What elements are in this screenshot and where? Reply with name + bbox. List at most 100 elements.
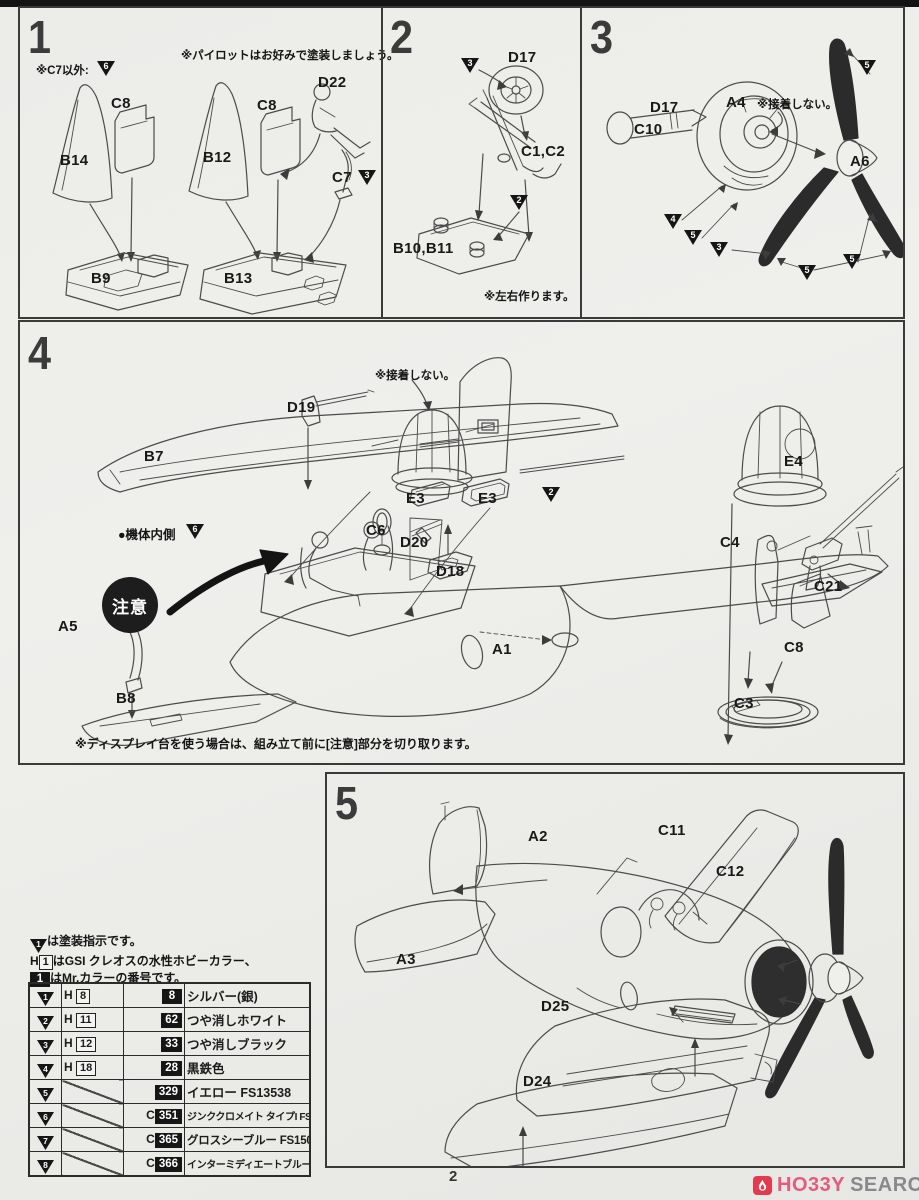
paint-name: つや消しホワイト — [187, 1014, 288, 1028]
logo-search-text: SEARCH — [850, 1174, 919, 1196]
h-prefix: H — [64, 987, 73, 1002]
paint-mark-1: 1 — [30, 939, 47, 953]
h-prefix: H — [64, 1035, 73, 1050]
part-label-c10: C10 — [634, 121, 663, 138]
mr-color-badge: 28 — [161, 1060, 182, 1076]
step4-number: 4 — [28, 327, 51, 379]
paint-row: 1 H 8 8 シルバー(銀) — [28, 982, 311, 1008]
part-label-b7: B7 — [144, 448, 164, 465]
part-label-c7: C7 — [332, 169, 352, 186]
h-number-box: 12 — [76, 1036, 97, 1052]
logo-hobby-text: HO33Y — [777, 1174, 846, 1196]
part-label-a2: A2 — [528, 828, 548, 845]
part-label-c8: C8 — [257, 97, 277, 114]
step1-number: 1 — [28, 11, 51, 63]
paint-mark-triangle: 7 — [37, 1136, 54, 1150]
step1-pilot-note: ※パイロットはお好みで塗装しましょう。 — [181, 50, 399, 62]
mr-color-badge: 62 — [161, 1012, 182, 1028]
paint-name: ジンククロメイト タイプI FS34151 — [187, 1112, 309, 1123]
step4-panel — [18, 320, 905, 765]
part-label-c11: C11 — [658, 822, 686, 839]
paint-row: 5 329 イエロー FS13538 — [28, 1079, 311, 1104]
flame-icon — [753, 1176, 772, 1195]
part-label-b10b11: B10,B11 — [393, 240, 454, 257]
mr-color-badge: 8 — [162, 988, 182, 1004]
no-aqueous-color-cell — [61, 1151, 124, 1177]
part-label-c6: C6 — [366, 522, 386, 539]
paint-mark-triangle: 2 — [37, 1016, 54, 1030]
h-prefix: H — [64, 1011, 73, 1026]
h-number-box: 1 — [38, 955, 53, 970]
c-prefix: C — [146, 1107, 155, 1122]
step2-landing-gear-illustration — [416, 65, 562, 275]
step2-note: ※左右作ります。 — [484, 291, 575, 303]
paint-mark-triangle: 6 — [37, 1112, 54, 1126]
part-label-d18: D18 — [436, 563, 465, 580]
part-label-e4: E4 — [784, 453, 803, 470]
paint-note-text: は塗装指示です。 — [47, 934, 142, 948]
no-aqueous-color-cell — [61, 1103, 124, 1128]
h-number-box: 18 — [76, 1060, 97, 1076]
paint-row: 3 H 12 33 つや消しブラック — [28, 1031, 311, 1056]
part-label-a6: A6 — [850, 153, 870, 170]
part-label-c3: C3 — [734, 695, 754, 712]
paint-mark-triangle: 8 — [37, 1160, 54, 1174]
no-aqueous-color-cell — [61, 1079, 124, 1104]
part-label-c8: C8 — [111, 95, 131, 112]
part-label-a5: A5 — [58, 618, 78, 635]
step4-glue-note: ※接着しない。 — [375, 370, 456, 382]
h-prefix: H — [64, 1059, 73, 1074]
part-label-c8: C8 — [784, 639, 804, 656]
part-label-d19: D19 — [287, 399, 316, 416]
step5-number: 5 — [335, 777, 358, 829]
part-label-d22: D22 — [318, 74, 347, 91]
paint-name: シルバー(銀) — [187, 990, 258, 1004]
scan-top-edge — [0, 0, 919, 7]
step3-panel — [580, 6, 905, 319]
h-prefix: H — [30, 954, 39, 968]
paint-mark-triangle: 4 — [37, 1064, 54, 1078]
paint-mark-triangle: 5 — [37, 1088, 54, 1102]
paint-note-text: はGSI クレオスの水性ホビーカラー、 — [52, 954, 257, 968]
mr-color-badge: 351 — [154, 1108, 182, 1124]
step2-number: 2 — [390, 11, 413, 63]
part-label-d24: D24 — [523, 1073, 552, 1090]
part-label-b13: B13 — [224, 270, 253, 287]
paint-mark-triangle: 1 — [37, 992, 54, 1006]
part-label-c1c2: C1,C2 — [521, 143, 566, 160]
paint-row: 4 H 18 28 黒鉄色 — [28, 1055, 311, 1080]
step5-final-assembly-illustration — [354, 801, 874, 1166]
paint-color-table: 1 H 8 8 シルバー(銀) 2 H 11 62 つや消しホワイト 3 H 1… — [28, 982, 311, 1177]
step3-engine-propeller-illustration — [606, 38, 903, 271]
mr-color-badge: 329 — [154, 1084, 182, 1100]
paint-name: グロスシーブルー FS15042 — [187, 1134, 309, 1147]
step4-fuselage-illustration — [81, 357, 903, 746]
paint-row: 2 H 11 62 つや消しホワイト — [28, 1007, 311, 1032]
step1-c7-note: ※C7以外: — [36, 65, 89, 77]
part-label-b14: B14 — [60, 152, 89, 169]
part-label-c4: C4 — [720, 534, 740, 551]
paint-mark-triangle: 3 — [37, 1040, 54, 1054]
paint-name: インターミディエートブルー FS35164 — [187, 1160, 310, 1171]
c-prefix: C — [146, 1155, 155, 1170]
step1-cockpit-illustration — [52, 82, 371, 315]
part-label-d25: D25 — [541, 998, 570, 1015]
paint-name: 黒鉄色 — [187, 1062, 225, 1076]
no-aqueous-color-cell — [61, 1127, 124, 1152]
part-label-d17: D17 — [508, 49, 537, 66]
paint-name: つや消しブラック — [187, 1038, 288, 1052]
part-label-e3: E3 — [406, 490, 425, 507]
part-label-b12: B12 — [203, 149, 232, 166]
hobby-search-logo: HO33Y SEARCH — [753, 1174, 919, 1197]
paint-name: イエロー FS13538 — [187, 1086, 292, 1100]
mr-color-badge: 33 — [161, 1036, 182, 1052]
part-label-d20: D20 — [400, 534, 429, 551]
page-number: 2 — [449, 1168, 458, 1185]
mr-color-badge: 365 — [154, 1132, 182, 1148]
